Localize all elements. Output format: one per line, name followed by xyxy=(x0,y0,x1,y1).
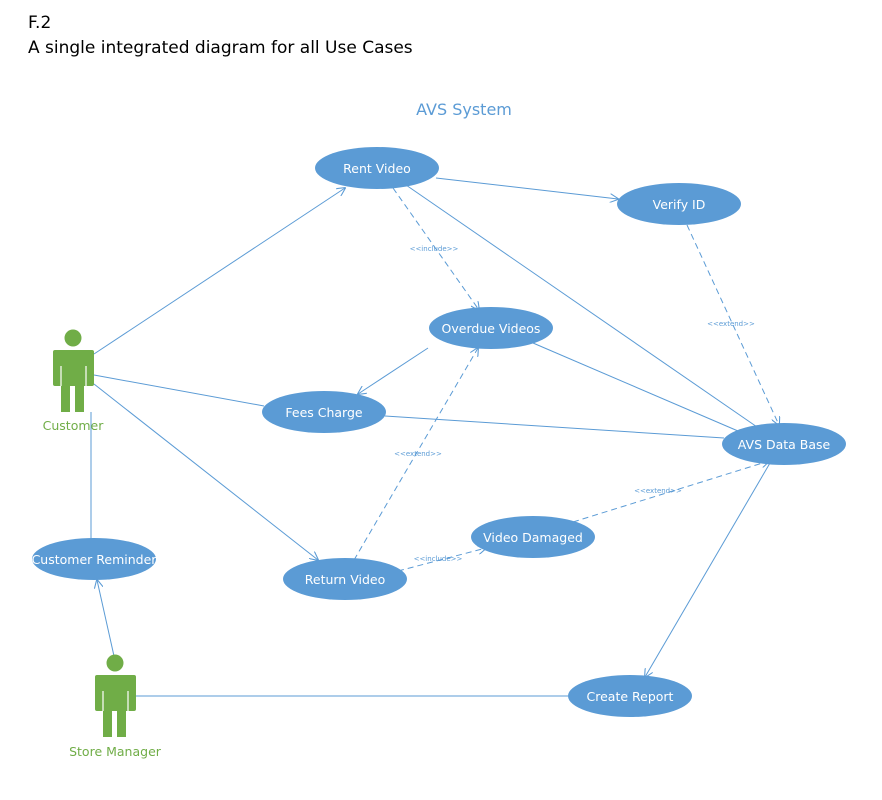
use-case-verify-id[interactable]: Verify ID xyxy=(617,183,741,225)
use-case-label: Overdue Videos xyxy=(442,321,541,336)
actor-store-manager[interactable]: Store Manager xyxy=(69,654,162,760)
system-title: AVS System xyxy=(416,100,512,119)
overdue-database-link xyxy=(532,342,739,432)
fees-database-link xyxy=(384,415,725,439)
return-overdue-extend-link xyxy=(353,348,478,561)
actor-label: Customer xyxy=(43,418,105,433)
customer-return-video-association xyxy=(93,383,318,560)
verify-database-extend-link xyxy=(686,224,779,425)
stick-figure-icon xyxy=(95,654,136,737)
database-create-report-link xyxy=(645,462,771,677)
use-case-rent-video[interactable]: Rent Video xyxy=(315,147,439,189)
use-case-fees-charge[interactable]: Fees Charge xyxy=(262,391,386,433)
use-case-video-damaged[interactable]: Video Damaged xyxy=(471,516,595,558)
use-case-label: Create Report xyxy=(587,689,674,704)
use-case-label: Video Damaged xyxy=(483,530,583,545)
customer-fees-charge-association xyxy=(93,374,265,407)
use-case-create-report[interactable]: Create Report xyxy=(568,675,692,717)
use-case-overdue-videos[interactable]: Overdue Videos xyxy=(429,307,553,349)
use-case-label: Return Video xyxy=(305,572,385,587)
return-damaged-include-link xyxy=(397,548,486,572)
use-case-customer-reminder[interactable]: Customer Reminder xyxy=(32,538,158,580)
actor-customer[interactable]: Customer xyxy=(43,329,105,434)
use-case-label: AVS Data Base xyxy=(738,437,831,452)
extend-stereotype-label: <<extend>> xyxy=(634,487,682,495)
extend-stereotype-label: <<extend>> xyxy=(707,320,755,328)
rent-database-link xyxy=(405,184,761,430)
figure-caption: A single integrated diagram for all Use … xyxy=(28,38,413,58)
rent-overdue-include-link xyxy=(392,187,479,310)
use-case-label: Rent Video xyxy=(343,161,411,176)
extend-stereotype-label: <<extend>> xyxy=(394,450,442,458)
overdue-fees-charge-link xyxy=(358,347,429,394)
actor-label: Store Manager xyxy=(69,744,162,759)
use-case-label: Verify ID xyxy=(653,197,706,212)
use-case-avs-database[interactable]: AVS Data Base xyxy=(722,423,846,465)
use-case-label: Fees Charge xyxy=(285,405,363,420)
include-stereotype-label: <<include>> xyxy=(410,245,459,253)
customer-rent-video-association xyxy=(93,188,345,355)
rent-verify-id-link xyxy=(435,177,618,199)
use-case-label: Customer Reminder xyxy=(32,552,158,567)
stick-figure-icon xyxy=(53,329,94,412)
manager-reminder-association xyxy=(97,580,115,657)
use-case-return-video[interactable]: Return Video xyxy=(283,558,407,600)
damaged-database-extend-link xyxy=(572,461,769,523)
figure-label: F.2 xyxy=(28,13,52,33)
include-stereotype-label: <<include>> xyxy=(414,555,463,563)
